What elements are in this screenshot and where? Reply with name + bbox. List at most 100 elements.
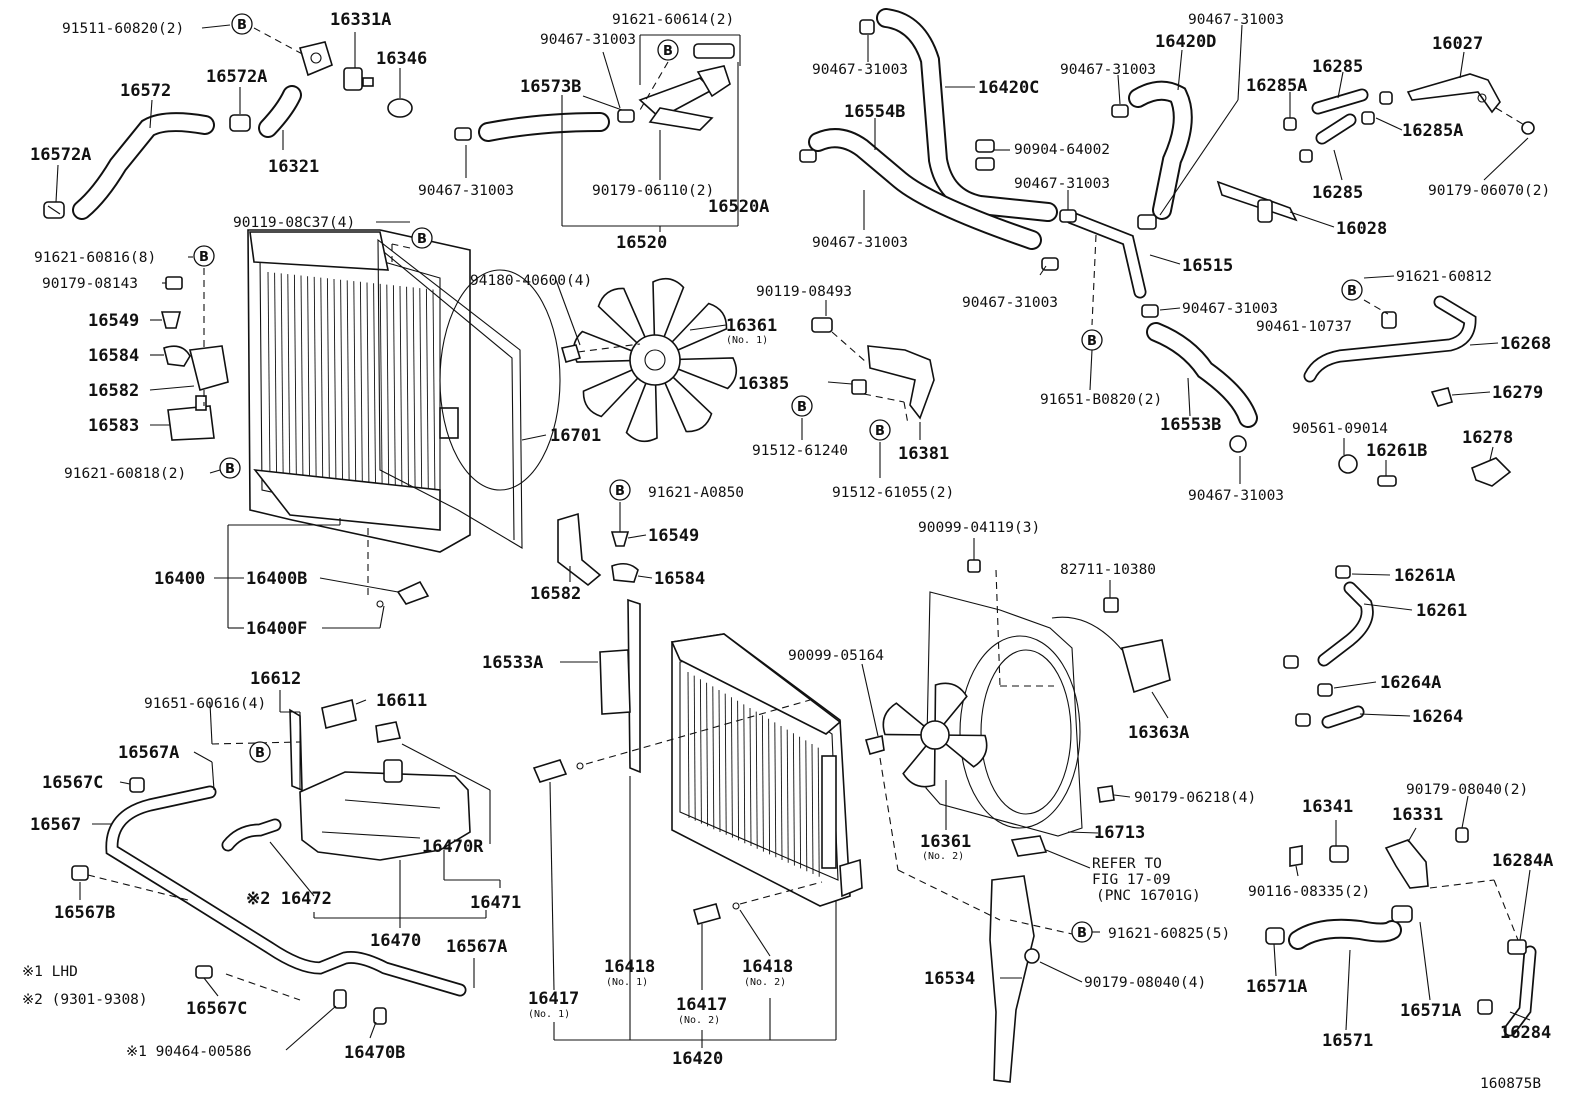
callout-16571: 16571	[1322, 1031, 1373, 1051]
part-16554B-hose	[808, 128, 1042, 250]
part-16573B-hose	[478, 112, 610, 142]
callout-16346: 16346	[376, 49, 427, 69]
refer-line-3: (PNC 16701G)	[1096, 888, 1201, 904]
callout-16571A-right: 16571A	[1400, 1001, 1461, 1021]
callout-90179-08143: 90179-08143	[42, 276, 138, 292]
callout-16470R: 16470R	[422, 837, 484, 857]
callout-16361-top: 16361	[726, 316, 777, 336]
callout-16567C-top: 16567C	[42, 773, 103, 793]
part-16284-pipe	[1477, 939, 1537, 1037]
part-16361-fan-no2	[882, 682, 988, 788]
callout-16279: 16279	[1492, 383, 1543, 403]
callout-16284: 16284	[1500, 1023, 1551, 1043]
callout-16520: 16520	[616, 233, 667, 253]
svg-text:B: B	[199, 250, 209, 265]
callout-16264: 16264	[1412, 707, 1463, 727]
part-16572-hose	[72, 112, 215, 220]
refer-line-2: FIG 17-09	[1092, 872, 1171, 888]
part-16285-hoses	[1283, 88, 1393, 163]
callout-16573B: 16573B	[520, 77, 581, 97]
part-clamp-c	[799, 19, 1159, 318]
svg-text:B: B	[237, 18, 247, 33]
svg-text:B: B	[225, 462, 235, 477]
callout-16361-bot: 16361	[920, 832, 971, 852]
callout-16285-top: 16285	[1312, 57, 1363, 77]
part-16515-pipe	[1065, 211, 1157, 299]
b-marker: B	[193, 245, 215, 267]
callout-90461-10737: 90461-10737	[1256, 319, 1352, 335]
callout-90467-31003-g: 90467-31003	[1188, 12, 1284, 28]
part-16331-outlet	[1289, 827, 1469, 889]
callout-90467-31003-h: 90467-31003	[962, 295, 1058, 311]
callout-16418-no2: 16418	[742, 957, 793, 977]
part-16363A-motor	[967, 559, 1171, 803]
callout-16268: 16268	[1500, 334, 1551, 354]
callout-16264A: 16264A	[1380, 673, 1441, 693]
callout-90467-31003-f: 90467-31003	[812, 235, 908, 251]
b-marker: B	[231, 13, 253, 35]
part-16571-hose	[1265, 905, 1413, 950]
callout-16321: 16321	[268, 157, 319, 177]
callout-90904-64002: 90904-64002	[1014, 142, 1110, 158]
callout-90467-31003-e: 90467-31003	[1014, 176, 1110, 192]
illustration-number: 160875B	[1480, 1076, 1541, 1092]
callout-16572: 16572	[120, 81, 171, 101]
part-90904-64002-clip	[975, 139, 995, 171]
callout-90179-06070: 90179-06070(2)	[1428, 183, 1550, 199]
b-marker: B	[1341, 279, 1363, 301]
callout-labels: 91511-60820(2) 16331A 16346 16572 16572A…	[30, 10, 1553, 1069]
part-16261-hose	[1283, 565, 1374, 669]
part-16321-elbow	[258, 85, 302, 138]
callout-16285A-top: 16285A	[1246, 76, 1307, 96]
callout-90467-31003-b: 90467-31003	[418, 183, 514, 199]
callout-90467-31003-i: 90467-31003	[1182, 301, 1278, 317]
callout-16341: 16341	[1302, 797, 1353, 817]
svg-text:B: B	[1347, 284, 1357, 299]
callout-16417-no2: 16417	[676, 995, 727, 1015]
part-16520-pipe	[638, 43, 735, 131]
svg-text:B: B	[255, 746, 265, 761]
part-16572A-clamp-top	[229, 114, 251, 132]
callout-91621-A0850: 91621-A0850	[648, 485, 744, 501]
callout-16567: 16567	[30, 815, 81, 835]
callout-16385: 16385	[738, 374, 789, 394]
callout-90179-06110: 90179-06110(2)	[592, 183, 714, 199]
callout-16472: ※2 16472	[246, 889, 332, 909]
part-16279	[1430, 387, 1453, 407]
part-16261B	[1338, 454, 1397, 487]
part-16417-drain-plugs	[532, 759, 740, 925]
callout-16471: 16471	[470, 893, 521, 913]
part-16420C-hose	[876, 8, 1058, 222]
callout-16420: 16420	[672, 1049, 723, 1069]
callout-16520A: 16520A	[708, 197, 769, 217]
part-16400B-drain-cock	[376, 580, 430, 608]
part-16567-clamps	[71, 777, 387, 1025]
callout-90099-04119: 90099-04119(3)	[918, 520, 1040, 536]
svg-text:B: B	[797, 400, 807, 415]
part-sensor	[343, 67, 374, 91]
callout-16331A: 16331A	[330, 10, 391, 30]
callout-16418-no2-sub: (No. 2)	[744, 977, 786, 988]
note-lhd: ※1 LHD	[22, 964, 78, 980]
part-16470-reserve-tank	[289, 699, 471, 861]
callout-16567C-bot: 16567C	[186, 999, 247, 1019]
callout-16567A-bot: 16567A	[446, 937, 507, 957]
callout-91651-60616: 91651-60616(4)	[144, 696, 266, 712]
b-marker: B	[219, 457, 241, 479]
callout-16028: 16028	[1336, 219, 1387, 239]
callout-16567A-top: 16567A	[118, 743, 179, 763]
callout-90099-05164: 90099-05164	[788, 648, 884, 664]
b-marker: B	[411, 227, 433, 249]
callout-90119-08493: 90119-08493	[756, 284, 852, 300]
callout-91511-60820: 91511-60820(2)	[62, 21, 184, 37]
callout-16027: 16027	[1432, 34, 1483, 54]
callout-90179-08040-bot: 90179-08040(4)	[1084, 975, 1206, 991]
part-16582-bracket-mid	[557, 512, 602, 587]
part-16027-bracket	[1406, 73, 1535, 135]
part-90099-05164-nut	[865, 735, 885, 755]
callout-16400F: 16400F	[246, 619, 307, 639]
callout-90179-08040-right: 90179-08040(2)	[1406, 782, 1528, 798]
part-16534-lower-shroud	[989, 875, 1040, 1083]
callout-16417-no1: 16417	[528, 989, 579, 1009]
